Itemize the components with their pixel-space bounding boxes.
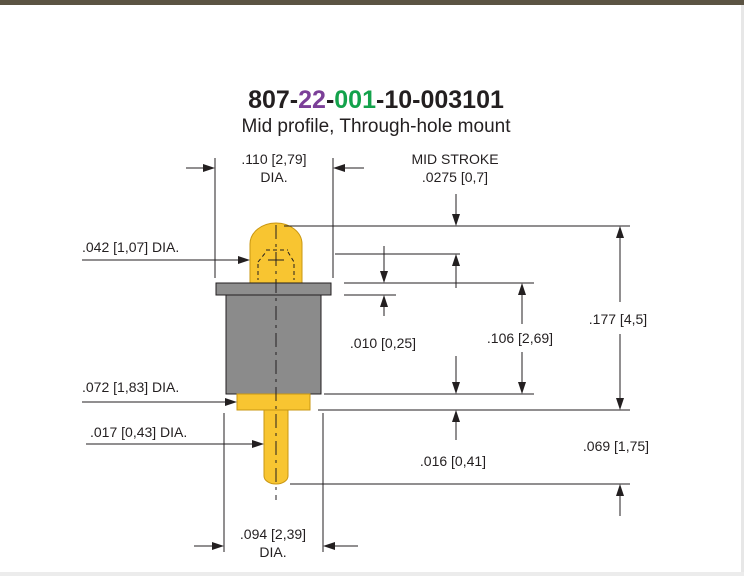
overall-arrow-bottom <box>616 398 624 410</box>
plunger-dia-arrow <box>238 256 250 264</box>
body-len-arrow-top <box>518 283 526 295</box>
part-dash: - <box>326 86 334 114</box>
top-dia-label-2: DIA. <box>260 169 287 185</box>
part-body-code: 001 <box>334 86 376 114</box>
bottom-dia-arrow-right <box>323 542 335 550</box>
body-dia-label: .072 [1,83] DIA. <box>82 379 179 395</box>
body-dia-arrow <box>225 398 237 406</box>
mid-stroke-label-2: .0275 [0,7] <box>422 169 488 185</box>
collar-label: .016 [0,41] <box>420 453 486 469</box>
bottom-dia-arrow-left <box>212 542 224 550</box>
mid-stroke-arrow-bottom <box>452 254 460 266</box>
top-dia-arrow-left <box>203 164 215 172</box>
flange-arrow-top <box>380 271 388 283</box>
body-length-label: .106 [2,69] <box>487 330 553 346</box>
overall-arrow-top <box>616 226 624 238</box>
bottom-border <box>0 572 744 576</box>
tail-len-arrow <box>616 484 624 496</box>
plunger-dia-label: .042 [1,07] DIA. <box>82 239 179 255</box>
mid-stroke-label-1: MID STROKE <box>411 151 498 167</box>
body-len-arrow-bottom <box>518 382 526 394</box>
flange-arrow-bottom <box>380 295 388 307</box>
top-dia-label-1: .110 [2,79] <box>241 151 306 167</box>
top-dia-arrow-right <box>333 164 345 172</box>
part-number: 807-22-001-10-003101 <box>248 86 504 114</box>
barrel-flange <box>215 282 332 296</box>
tail-dia-arrow <box>252 440 264 448</box>
barrel-body <box>225 294 322 395</box>
right-edge <box>741 5 744 576</box>
tail-dia-label: .017 [0,43] DIA. <box>90 424 187 440</box>
part-prefix: 807- <box>248 86 298 114</box>
tail-length-label: .069 [1,75] <box>583 438 649 454</box>
part-suffix: -10-003101 <box>376 86 504 114</box>
bottom-dia-label-1: .094 [2,39] <box>240 526 306 542</box>
bottom-dia-label-2: DIA. <box>259 544 286 560</box>
mid-stroke-arrow-top <box>452 214 460 226</box>
flange-thickness-label: .010 [0,25] <box>350 335 416 351</box>
overall-length-label: .177 [4,5] <box>589 311 647 327</box>
top-border <box>0 0 744 5</box>
collar-arrow-bottom <box>452 410 460 422</box>
gold-collar <box>236 393 311 411</box>
subtitle: Mid profile, Through-hole mount <box>242 116 512 137</box>
part-series: 22 <box>298 86 326 114</box>
collar-arrow-top <box>452 382 460 394</box>
